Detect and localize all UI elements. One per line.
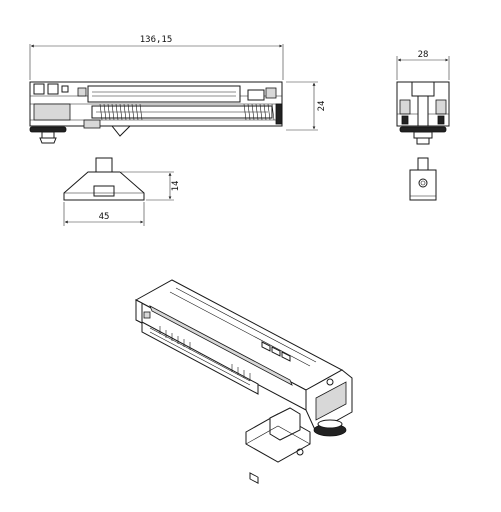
iso-spring-coils [159, 326, 251, 381]
dimension-height: 24 [286, 81, 327, 131]
dimension-width: 28 [396, 50, 450, 80]
dimension-bracket-width: 45 [63, 202, 145, 226]
side-view: 28 [396, 50, 450, 145]
dimension-label-bracket-height: 14 [171, 181, 181, 192]
dimension-label-length: 136,15 [140, 35, 173, 45]
isometric-view [134, 279, 353, 484]
bracket-view: 14 45 [63, 157, 181, 226]
dimension-label-height: 24 [317, 101, 327, 112]
dimension-overall-length: 136,15 [29, 35, 284, 80]
dimension-label-bracket-width: 45 [99, 212, 110, 222]
dimension-bracket-height: 14 [121, 171, 181, 201]
bracket-post [95, 157, 113, 173]
spring-coils [99, 103, 275, 121]
adjustment-knob [29, 126, 67, 144]
iso-lower-rail [141, 321, 259, 395]
screw-hole-icon [418, 178, 428, 188]
side-bracket-view [409, 157, 437, 201]
upper-slot [87, 85, 241, 103]
front-view: 136,15 24 [29, 35, 327, 144]
side-knob [399, 126, 447, 133]
dimension-label-width: 28 [418, 50, 429, 60]
